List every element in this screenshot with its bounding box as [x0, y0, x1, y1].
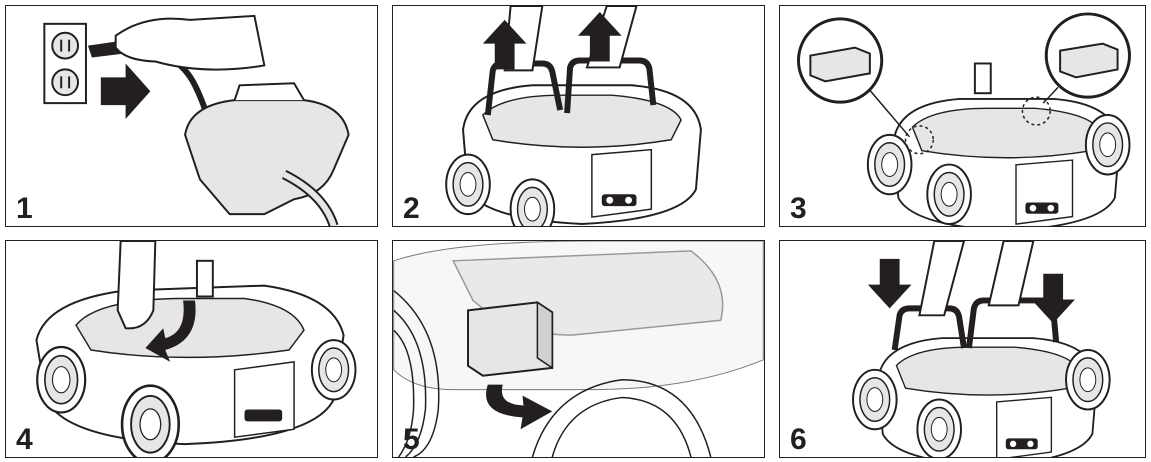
step-number: 6 — [790, 423, 807, 456]
step-number: 4 — [16, 423, 33, 456]
hand-icon — [918, 241, 966, 317]
filter-location-illustration — [797, 12, 1131, 226]
step-6-panel: 6 — [779, 240, 1146, 458]
step-3-panel: 3 — [779, 5, 1146, 227]
lift-filter-illustration — [445, 6, 702, 226]
filter-closeup-illustration — [393, 241, 764, 457]
step-number: 2 — [403, 192, 420, 225]
step-number: 3 — [790, 192, 807, 225]
hand-icon — [116, 241, 157, 330]
arrow-down-icon — [867, 258, 912, 309]
arrow-right-icon — [100, 63, 151, 119]
wall-outlet-icon — [43, 22, 87, 105]
wheel-icon — [531, 378, 712, 457]
hand-icon — [114, 14, 266, 71]
magnifier-left-icon — [797, 17, 935, 155]
step-number: 1 — [16, 192, 33, 225]
step-2-panel: 2 — [392, 5, 765, 227]
remove-filter-illustration — [35, 241, 357, 457]
curved-arrow-icon — [486, 384, 553, 430]
step-1-panel: 1 — [5, 5, 378, 227]
step-5-panel: 5 — [392, 240, 765, 458]
unplug-illustration — [43, 14, 350, 226]
filter-box-icon — [467, 301, 554, 377]
magnifier-right-icon — [1021, 12, 1131, 126]
power-supply-icon — [184, 82, 350, 216]
hand-icon — [987, 241, 1035, 307]
curved-arrow-icon — [145, 300, 196, 362]
insert-filter-illustration — [852, 241, 1111, 457]
wheel-icon — [393, 289, 440, 457]
step-number: 5 — [403, 423, 420, 456]
step-4-panel: 4 — [5, 240, 378, 458]
